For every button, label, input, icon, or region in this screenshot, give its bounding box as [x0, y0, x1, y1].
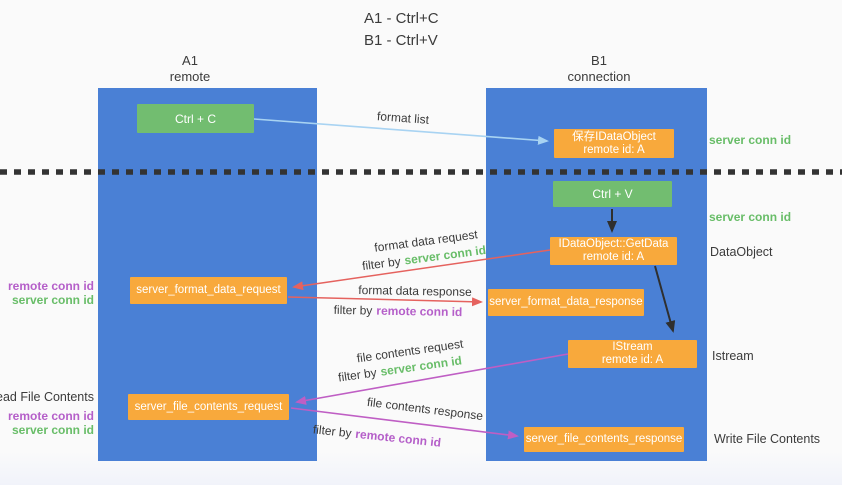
lane-b1-subtitle: connection	[567, 69, 631, 84]
node-getdata-line2: remote id: A	[582, 251, 645, 263]
title-line-2: B1 - Ctrl+V	[364, 32, 438, 49]
diagram-title: A1 - Ctrl+C B1 - Ctrl+V	[364, 8, 439, 52]
label-format-data-response: format data response	[358, 283, 472, 299]
node-ctrl-v: Ctrl + V	[553, 181, 672, 207]
filter-key-remote-1: remote conn id	[376, 303, 463, 320]
annotation-write-file-contents: Write File Contents	[714, 432, 821, 446]
node-server-file-contents-response: server_file_contents_response	[524, 427, 684, 452]
node-getdata-line1: IDataObject::GetData	[558, 238, 669, 250]
annotation-conn-ids-lower: remote conn id server conn id	[8, 409, 94, 437]
lane-header-b1: B1 connection	[539, 53, 659, 85]
filter-by-text-3: filter by	[337, 365, 378, 385]
node-idataobject-getdata: IDataObject::GetData remote id: A	[550, 237, 677, 265]
node-ctrl-c: Ctrl + C	[137, 104, 254, 133]
lane-header-a1: A1 remote	[130, 53, 250, 85]
annotation-server-conn-id-2: server conn id	[11, 423, 94, 437]
lane-a1-subtitle: remote	[169, 69, 211, 84]
annotation-server-conn-id-top: server conn id	[709, 133, 792, 147]
node-istream-line2: remote id: A	[601, 354, 664, 366]
node-save-idataobject: 保存IDataObject remote id: A	[554, 129, 674, 158]
annotation-server-conn-id-1: server conn id	[11, 293, 94, 307]
node-format-response-label: server_format_data_response	[489, 296, 643, 308]
filter-key-remote-2: remote conn id	[354, 426, 442, 450]
label-format-list: format list	[376, 109, 430, 127]
annotation-remote-conn-id-1: remote conn id	[7, 279, 94, 293]
annotation-conn-ids-upper: remote conn id server conn id	[8, 279, 94, 307]
node-istream-line1: IStream	[612, 341, 653, 353]
node-istream: IStream remote id: A	[568, 340, 697, 368]
label-file-contents-response: file contents response	[366, 394, 484, 424]
node-server-format-data-response: server_format_data_response	[488, 289, 644, 316]
annotation-server-conn-id-mid: server conn id	[709, 210, 792, 224]
node-save-idataobject-line2: remote id: A	[583, 143, 645, 156]
filter-by-text-4: filter by	[312, 422, 353, 441]
annotation-istream: Istream	[712, 349, 754, 363]
filter-by-text-2: filter by	[333, 302, 373, 318]
node-ctrl-v-label: Ctrl + V	[592, 187, 633, 201]
node-file-request-label: server_file_contents_request	[134, 400, 283, 413]
title-line-1: A1 - Ctrl+C	[364, 10, 439, 27]
lane-b1-name: B1	[591, 53, 607, 68]
node-server-file-contents-request: server_file_contents_request	[128, 394, 289, 420]
node-format-request-label: server_format_data_request	[136, 284, 281, 296]
node-ctrl-c-label: Ctrl + C	[174, 111, 216, 126]
lane-a1-name: A1	[182, 53, 198, 68]
annotation-dataobject: DataObject	[710, 245, 773, 259]
node-save-idataobject-line1: 保存IDataObject	[572, 130, 656, 143]
node-file-response-label: server_file_contents_response	[525, 433, 683, 445]
annotation-remote-conn-id-2: remote conn id	[7, 409, 94, 423]
filter-by-text-1: filter by	[361, 254, 402, 274]
node-server-format-data-request: server_format_data_request	[130, 277, 287, 304]
annotation-read-file-contents: Read File Contents	[0, 390, 94, 404]
